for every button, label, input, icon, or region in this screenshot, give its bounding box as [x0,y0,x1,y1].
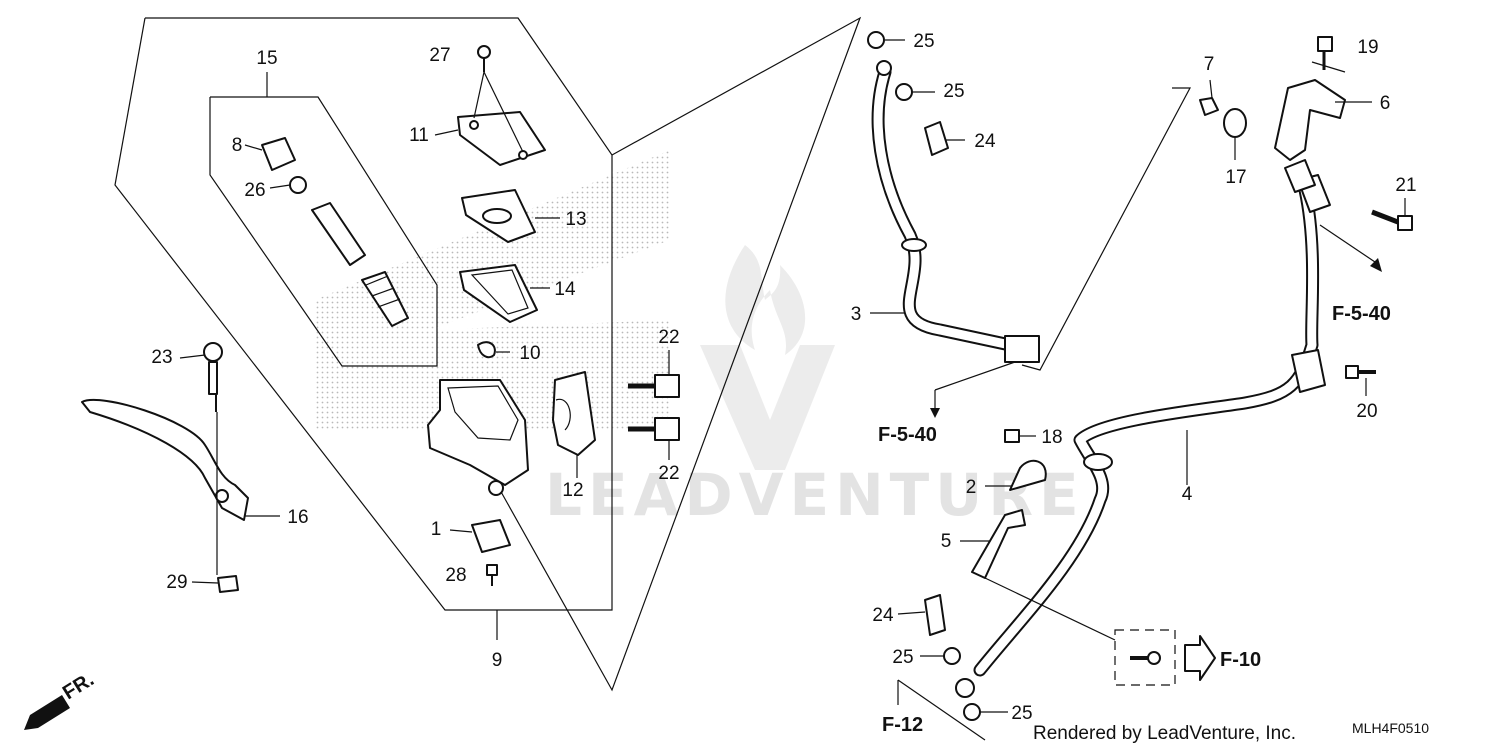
hose-4 [955,174,1331,698]
clamp-2 [1009,459,1047,491]
callout-25-c: 25 [892,647,913,668]
master-cylinder-body [427,379,529,496]
callout-25-a: 25 [913,31,934,52]
callout-25-b: 25 [943,81,964,102]
grommet-17 [1223,108,1247,138]
bolt-24-lower [924,594,946,636]
ref-f-10: F-10 [1220,649,1261,671]
collar-7 [1199,97,1219,116]
callout-25-d: 25 [1011,703,1032,724]
nut-29 [217,575,239,593]
bolt-19 [1317,36,1333,70]
callout-22-upper: 22 [658,327,679,348]
bolt-18 [1004,429,1020,443]
callout-17: 17 [1225,167,1246,188]
callout-3: 3 [851,304,862,325]
circlip-26 [289,176,307,194]
screw-27 [473,45,524,153]
boot-8 [261,137,296,171]
piston-set [311,202,409,327]
callout-5: 5 [941,531,952,552]
callout-16: 16 [287,507,308,528]
bolt-f10 [1114,629,1216,686]
bracket-6 [1274,79,1346,193]
assembly-boundary-9 [114,17,613,640]
leader-lines [179,39,1406,741]
diagram-code: MLH4F0510 [1352,720,1429,736]
clip-10 [477,341,496,359]
callout-27: 27 [429,45,450,66]
callout-21: 21 [1395,175,1416,196]
callout-11: 11 [409,125,429,146]
hose-assembly-outline [499,16,862,692]
callout-12: 12 [562,480,583,501]
bolt-20 [1345,365,1376,379]
ref-f-5-40-right: F-5-40 [1332,303,1391,325]
plate-13 [461,189,536,243]
brake-lever-16 [81,398,249,521]
washers-25 [867,31,981,721]
callout-10: 10 [519,343,540,364]
bracket-12 [552,371,596,456]
hose-4-outline [1021,87,1191,371]
screw-28 [486,564,498,586]
callout-24-lower: 24 [872,605,894,626]
banjo-bolts-22 [628,374,680,441]
callout-28: 28 [445,565,466,586]
front-arrow-icon: FR. [24,669,98,730]
callout-2: 2 [966,477,977,498]
callout-23: 23 [151,347,172,368]
watermark-text: LEADVENTURE [545,461,1085,529]
ref-f-12: F-12 [882,714,923,736]
callout-4: 4 [1182,484,1193,505]
callouts: 1 2 3 4 5 6 7 8 9 10 11 12 13 14 15 16 1… [151,31,1416,724]
callout-18: 18 [1041,427,1062,448]
callout-15: 15 [256,48,277,69]
cap-11 [457,111,546,166]
callout-26: 26 [244,180,265,201]
switch-1 [471,519,511,553]
front-marker: FR. [59,669,98,705]
callout-1: 1 [431,519,442,540]
callout-9: 9 [492,650,503,671]
bolt-24-upper [924,121,949,156]
callout-13: 13 [565,209,586,230]
section-references: F-5-40 F-5-40 F-10 F-12 [878,303,1391,736]
callout-24-upper: 24 [974,131,996,152]
hose-3 [871,60,1040,363]
callout-7: 7 [1204,54,1215,75]
callout-6: 6 [1380,93,1391,114]
callout-8: 8 [232,135,243,156]
footer-credit: Rendered by LeadVenture, Inc. [1033,723,1296,744]
callout-20: 20 [1356,401,1377,422]
bolt-21 [1371,209,1413,231]
callout-14: 14 [554,279,576,300]
ref-f-5-40-left: F-5-40 [878,424,937,446]
pivot-bolt-23 [203,342,223,412]
callout-29: 29 [166,572,187,593]
callout-19: 19 [1357,37,1378,58]
callout-22-lower: 22 [658,463,679,484]
diaphragm-14 [459,264,538,323]
